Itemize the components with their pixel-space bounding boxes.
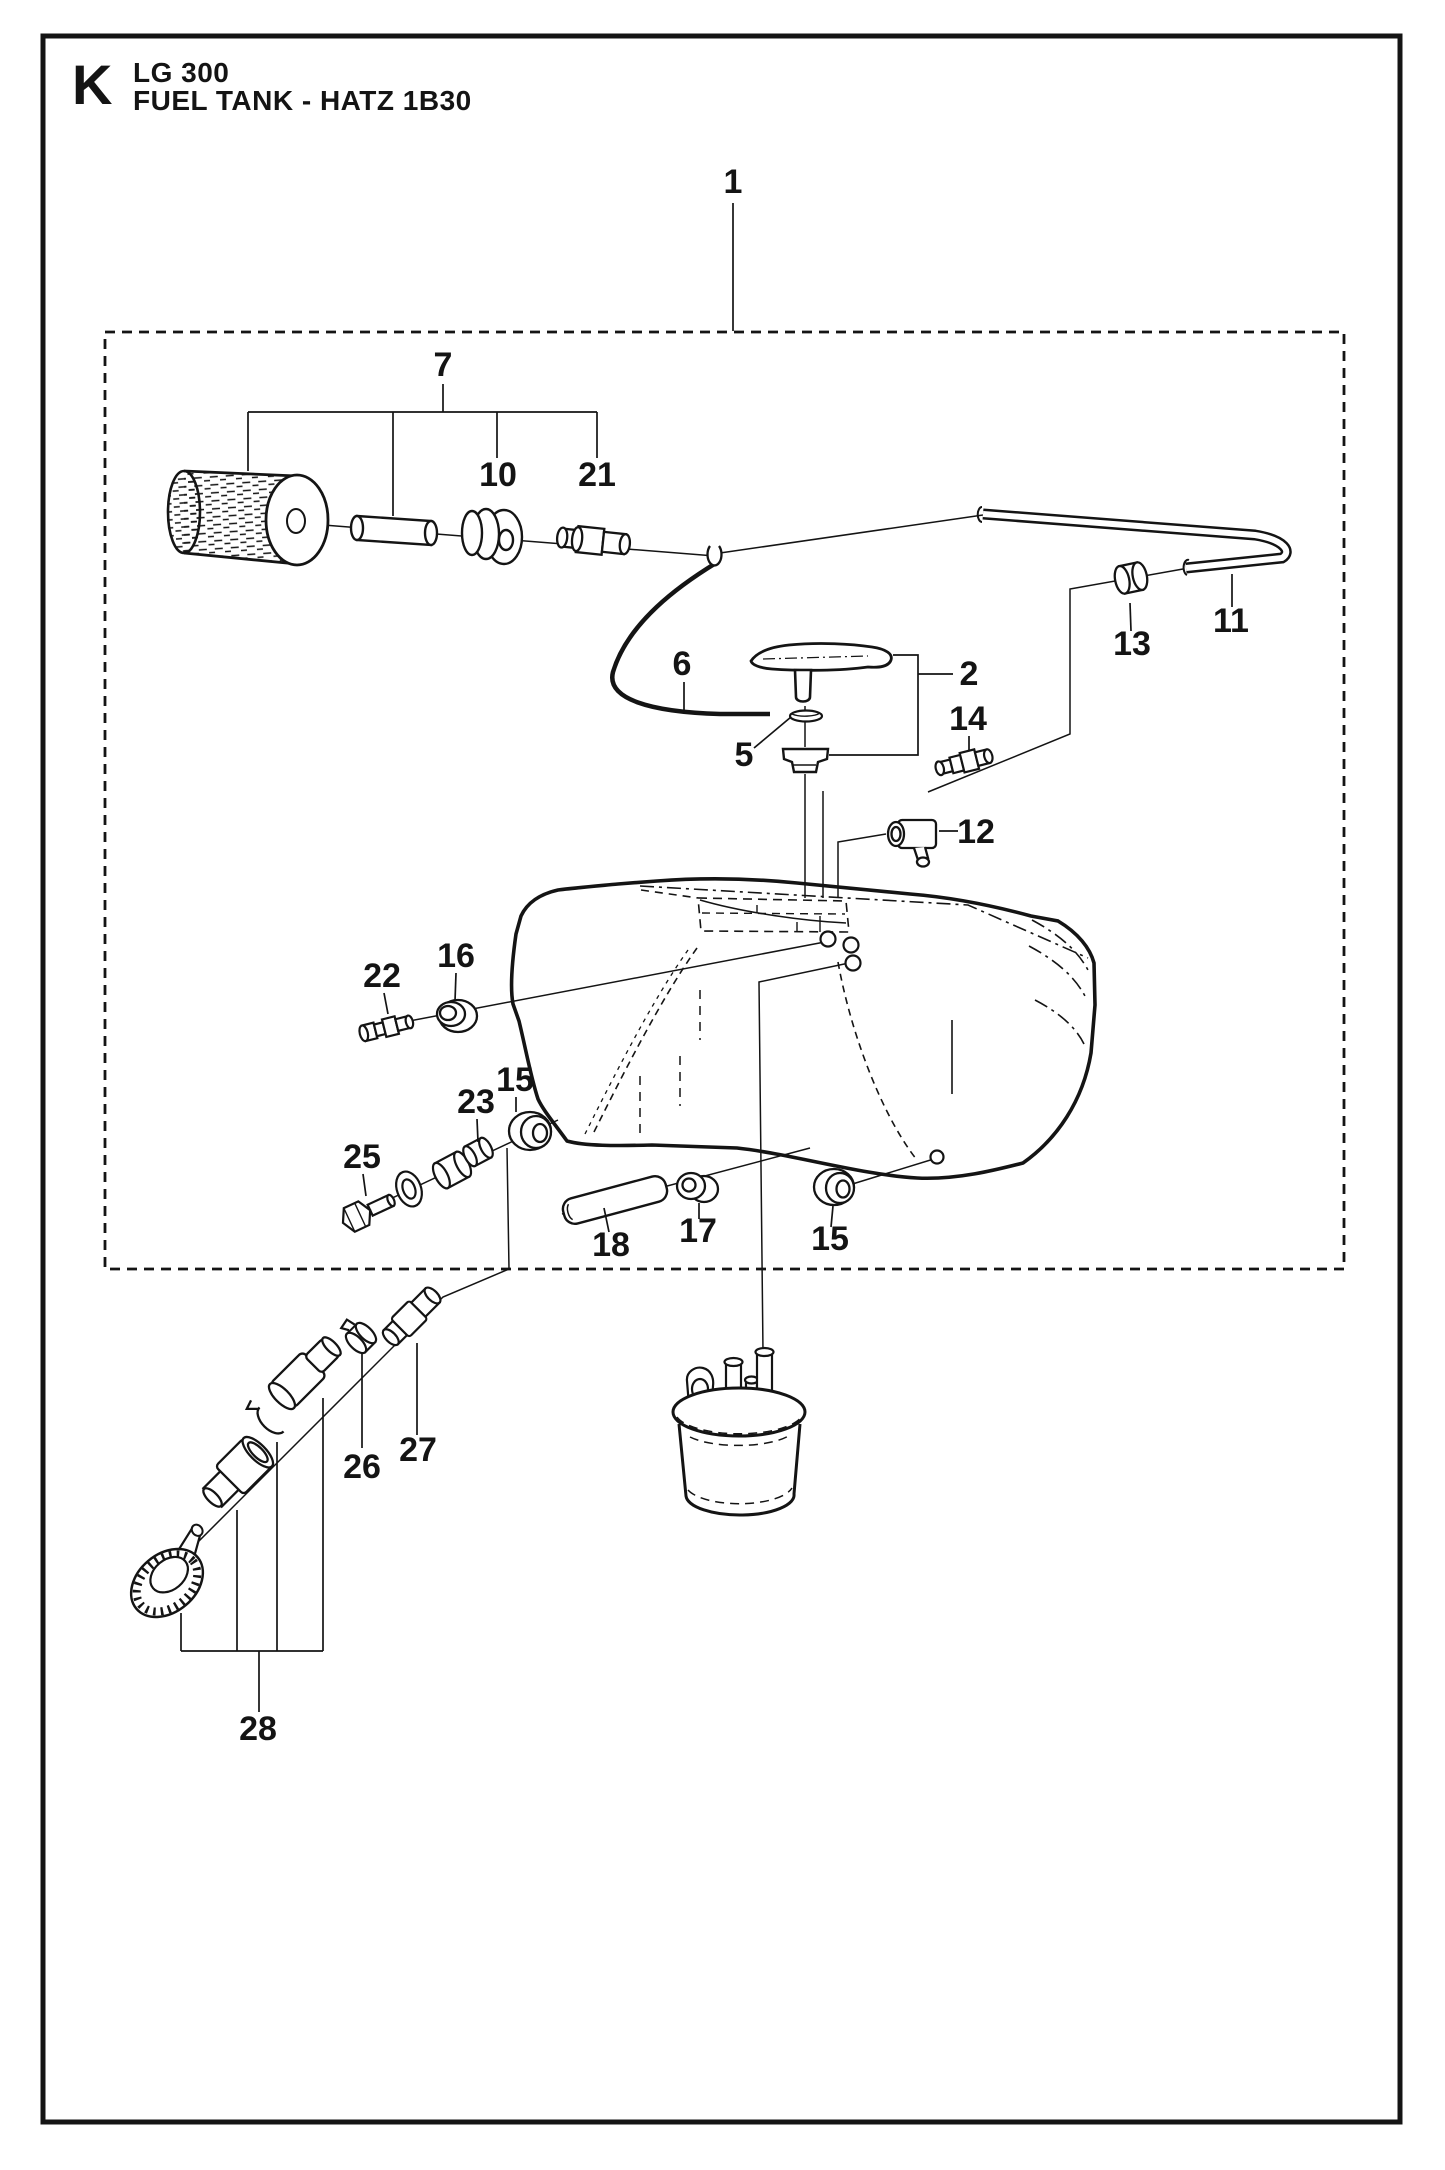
washer-25 [395,1170,423,1208]
nuts-23 [431,1136,494,1190]
part-label-26-20: 26 [343,1448,381,1486]
line-to-hose [719,514,984,554]
part-label-25-15: 25 [343,1138,381,1176]
hidden-contour-left-2 [582,949,689,1139]
fitting-14 [934,748,994,777]
part-label-14-8: 14 [949,700,987,738]
tank-hole [842,936,860,954]
line-ring [706,545,723,567]
clamp-26 [339,1318,378,1355]
fuel-tank [509,877,1097,1181]
elbow-fitting-12 [886,818,938,868]
part-label-28-21: 28 [239,1710,277,1748]
leader-5 [753,716,792,749]
leader-lines [180,203,1233,1712]
tank-cap [749,642,893,703]
leader-13 [1129,602,1132,632]
fuel-filter-cartridge [166,469,330,567]
group-box [103,330,1346,1271]
fitting-22 [358,1014,415,1043]
leader-18 [603,1207,610,1233]
drain-valve-body [201,1435,275,1509]
hidden-dashes [639,990,701,1136]
part-label-1-0: 1 [724,163,743,201]
grommet-10 [460,507,524,566]
tank-hole [844,954,862,972]
bracket-7 [247,384,598,516]
section-letter: K [72,53,112,116]
tank-holes [819,930,945,1165]
filler-edge [699,899,847,924]
tank-outline [509,877,1097,1181]
leader-23 [476,1118,479,1143]
part-label-22-11: 22 [363,957,401,995]
part-label-15-13: 15 [496,1061,534,1099]
pickup-line [758,962,850,1353]
grommet-15-left [507,1110,553,1152]
part-label-11-4: 11 [1213,602,1249,640]
fitting-21 [555,524,632,557]
bolt-25 [341,1193,396,1233]
tank-top-crease [639,885,1089,959]
part-label-13-5: 13 [1113,625,1151,663]
filler-inner-dash [701,912,846,915]
tube-18 [561,1174,669,1226]
tank-facet-line [1028,945,1087,999]
part-label-21-3: 21 [578,456,616,494]
retainer-clip [244,1399,285,1435]
cap-gasket-5 [788,709,824,723]
leader-16 [454,972,457,1002]
spacer-tube [349,514,439,547]
tank-hole [819,930,837,948]
drain-knob [129,1523,205,1619]
filler-dash [640,889,699,899]
bracket-28 [180,1398,324,1712]
filler-ticks [756,905,821,932]
model-name: LG 300 [133,57,229,88]
part-label-27-19: 27 [399,1431,437,1469]
nut-17 [675,1171,720,1204]
drain-chain-axis [171,1147,510,1569]
part-label-15-18: 15 [811,1220,849,1258]
part-label-18-16: 18 [592,1226,630,1264]
cap-to-tank-lines [804,706,824,898]
leader-25 [362,1173,367,1197]
hidden-contour-right [837,961,918,1161]
hose-connector [267,1336,342,1411]
tank-facet-line [1034,999,1085,1045]
fuel-line-6 [610,561,770,717]
leader-22 [383,992,389,1015]
filler-recess [697,897,850,933]
fitting-27 [381,1286,442,1347]
breather-valve [781,747,830,774]
part-label-5-9: 5 [735,736,754,774]
part-label-10-2: 10 [479,456,517,494]
part-label-17-17: 17 [679,1212,717,1250]
part-label-7-1: 7 [434,346,453,384]
part-label-16-12: 16 [437,937,475,975]
tank-hole [929,1149,945,1165]
page-border [40,33,1403,2125]
fuel-hose-11 [976,506,1292,576]
bracket-2 [829,654,953,756]
part-label-12-10: 12 [957,813,995,851]
fuel-filter-canister [671,1346,807,1517]
grommet-15-right [812,1167,856,1207]
clamp-13 [1113,561,1149,595]
part-label-6-6: 6 [673,645,692,683]
elbow-connector [837,833,887,897]
part-label-2-7: 2 [960,655,979,693]
bushing-16 [435,998,479,1034]
tank-facet-line [1031,919,1090,973]
leader-15b [830,1205,834,1228]
part-label-23-14: 23 [457,1083,495,1121]
page-title: FUEL TANK - HATZ 1B30 [133,85,472,116]
